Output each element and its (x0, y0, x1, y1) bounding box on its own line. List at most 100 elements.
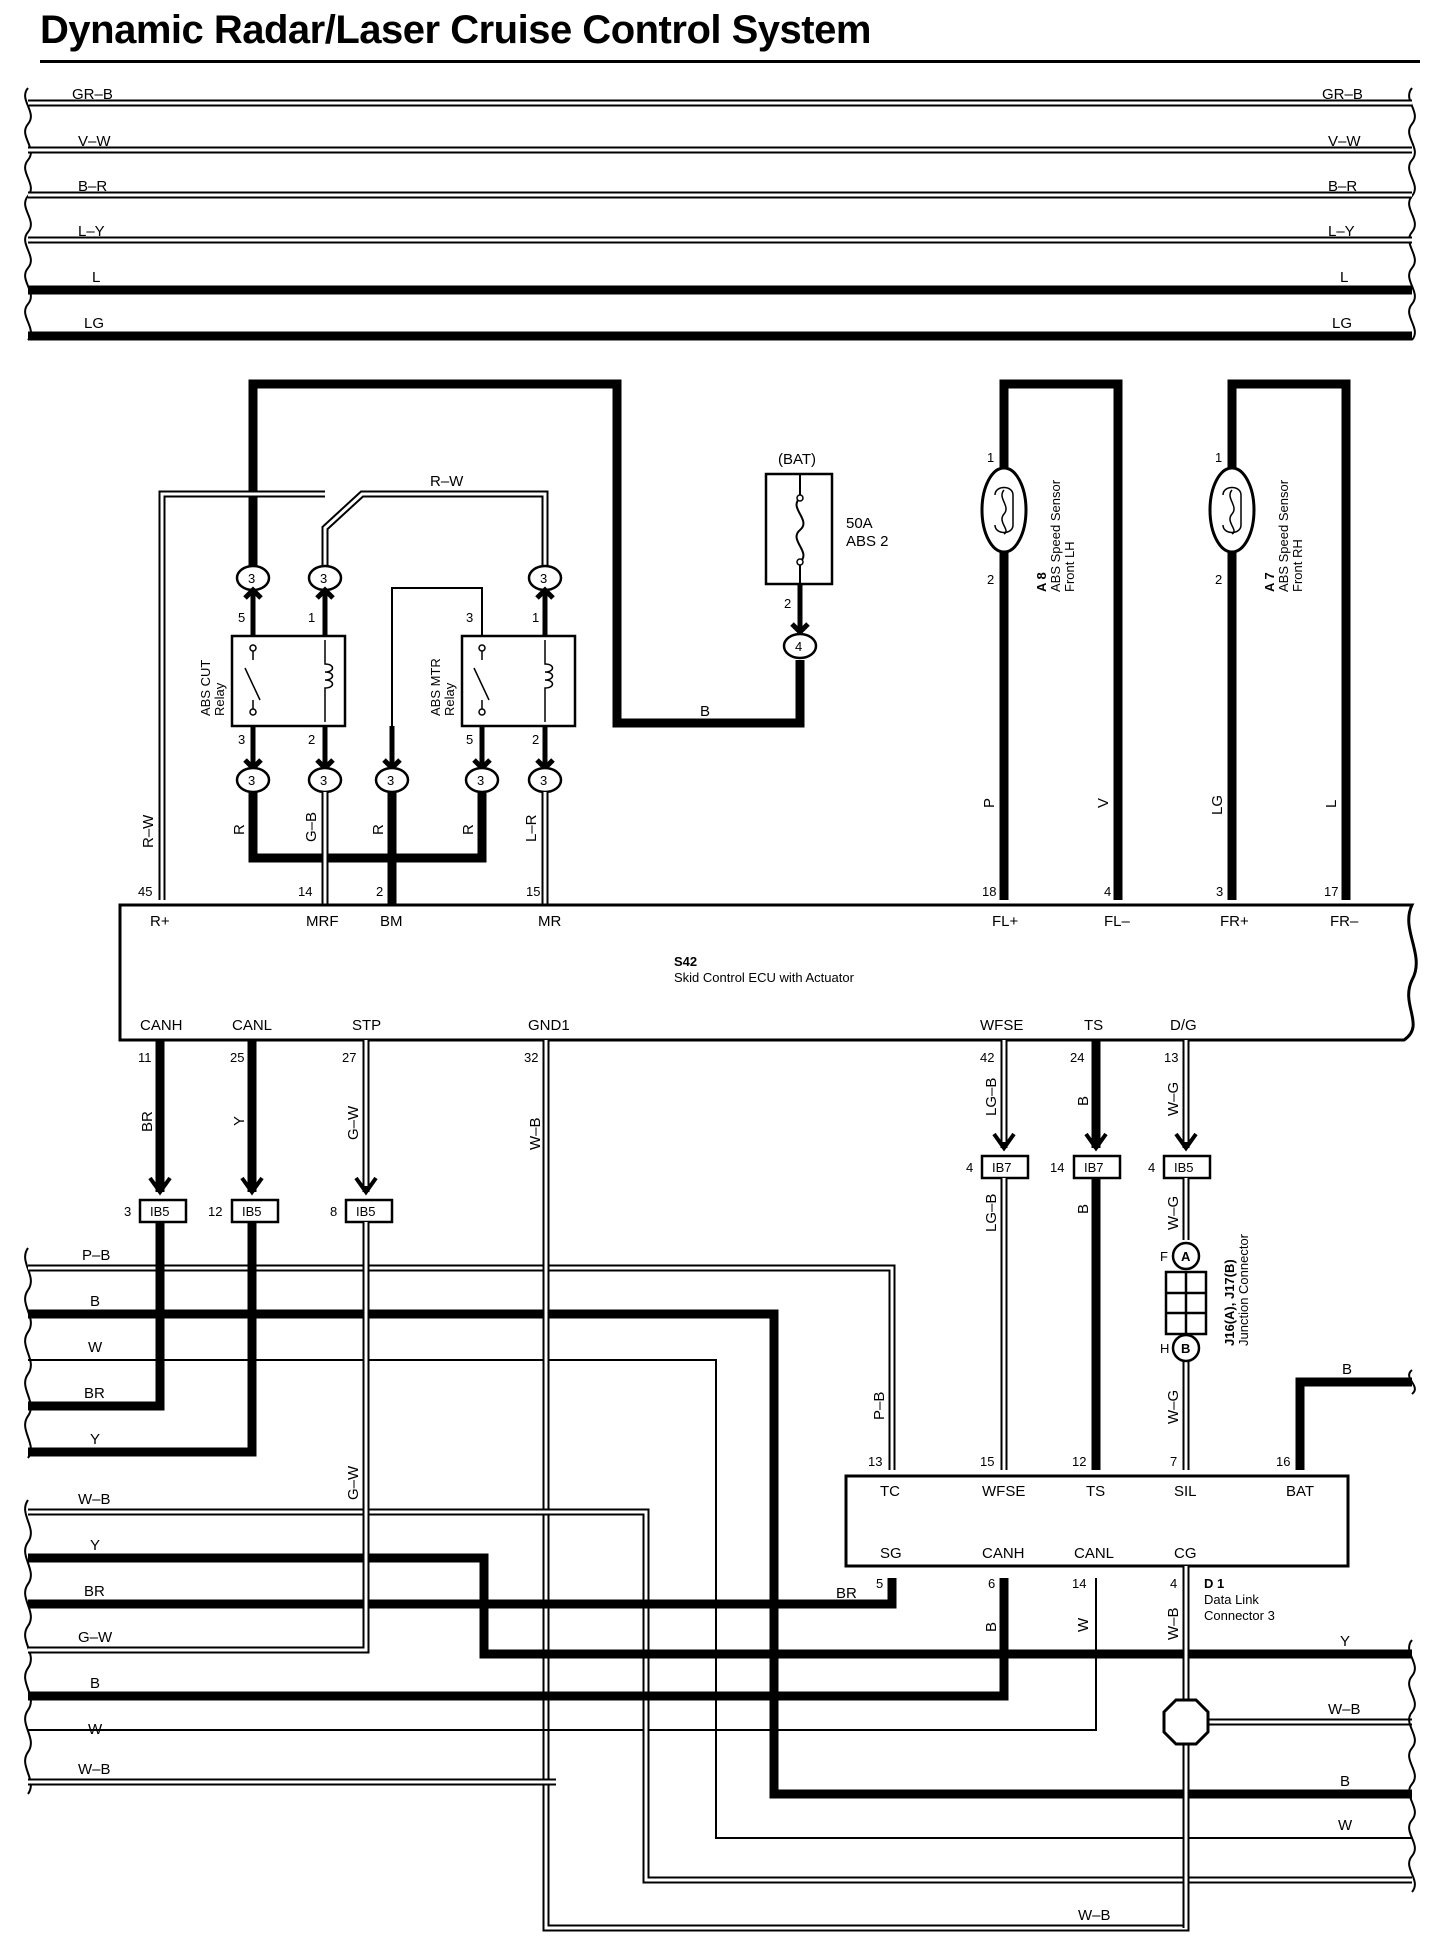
svg-text:W–G: W–G (1165, 1196, 1182, 1230)
top-bus: GR–B V–W B–R L–Y L LG GR–B V–W B–R L–Y L… (24, 86, 1416, 341)
svg-text:W–B: W–B (1328, 1701, 1361, 1718)
ecu-name: Skid Control ECU with Actuator (674, 970, 855, 985)
bus-label-right: GR–B (1322, 86, 1363, 103)
bus-label-right: L–Y (1328, 223, 1355, 240)
svg-text:2: 2 (987, 572, 994, 587)
svg-text:G–W: G–W (78, 1629, 113, 1646)
svg-text:3: 3 (320, 571, 327, 586)
svg-text:12: 12 (1072, 1454, 1086, 1469)
connector-mtr-top-right: 3 (527, 564, 563, 592)
svg-text:1: 1 (532, 610, 539, 625)
svg-text:V: V (1095, 798, 1112, 808)
wire-label-rw-top: R–W (430, 473, 464, 490)
svg-text:2: 2 (1215, 572, 1222, 587)
bus-label-right: B–R (1328, 178, 1357, 195)
svg-text:IB7: IB7 (1084, 1160, 1104, 1175)
svg-text:FL–: FL– (1104, 913, 1131, 930)
svg-text:5: 5 (876, 1576, 883, 1591)
svg-text:3: 3 (1216, 884, 1223, 899)
svg-text:CG: CG (1174, 1545, 1197, 1562)
svg-text:H: H (1160, 1341, 1169, 1356)
bus-label-left: L (92, 269, 100, 286)
ib-connectors: IB5 3 IB5 12 IB5 8 IB7 4 IB7 14 IB5 4 (124, 1154, 1212, 1224)
svg-text:3: 3 (320, 773, 327, 788)
speed-sensor-lh: 1 2 A 8 ABS Speed Sensor Front LH P V (980, 379, 1123, 900)
sensor-lh-line2: Front LH (1062, 541, 1077, 592)
svg-text:B: B (1340, 1773, 1350, 1790)
right-bus-bottom: Y W–B B W (1328, 1633, 1416, 1893)
svg-text:W–G: W–G (1165, 1390, 1182, 1424)
svg-text:13: 13 (868, 1454, 882, 1469)
wire-label: G–B (303, 812, 320, 842)
svg-text:W–B: W–B (527, 1117, 544, 1150)
svg-text:3: 3 (248, 571, 255, 586)
svg-text:4: 4 (795, 639, 802, 654)
left-bus-1: P–B B W BR Y (24, 1222, 1412, 1839)
svg-text:3: 3 (124, 1204, 131, 1219)
svg-text:45: 45 (138, 884, 152, 899)
svg-text:BAT: BAT (1286, 1483, 1314, 1500)
fuse-name: ABS 2 (846, 533, 889, 550)
svg-text:IB7: IB7 (992, 1160, 1012, 1175)
svg-text:1: 1 (1215, 450, 1222, 465)
ecu-bottom-wires: BR Y G–W W–B LG–B B W–G (139, 1040, 1198, 1196)
bus-label-left: L–Y (78, 223, 105, 240)
svg-text:WFSE: WFSE (982, 1483, 1025, 1500)
svg-text:3: 3 (466, 610, 473, 625)
ecu-s42: S42 Skid Control ECU with Actuator 45 R+… (118, 884, 1418, 1065)
svg-text:14: 14 (1072, 1576, 1086, 1591)
sensor-lh-line1: ABS Speed Sensor (1048, 479, 1063, 592)
svg-text:P: P (981, 798, 998, 808)
svg-text:27: 27 (342, 1050, 356, 1065)
relay-abs-mtr: 3 1 5 2 ABS MTR Relay (428, 610, 577, 747)
svg-text:24: 24 (1070, 1050, 1084, 1065)
svg-text:2: 2 (784, 596, 791, 611)
svg-text:7: 7 (1170, 1454, 1177, 1469)
svg-text:4: 4 (1170, 1576, 1177, 1591)
svg-text:14: 14 (298, 884, 312, 899)
wire-bm-thin (391, 587, 483, 770)
connector-cut-top-right: 3 (307, 564, 343, 592)
svg-text:TS: TS (1084, 1017, 1103, 1034)
svg-text:MRF: MRF (306, 913, 339, 930)
svg-text:TS: TS (1086, 1483, 1105, 1500)
wire-dlc-bat: B (1295, 1361, 1416, 1470)
svg-text:Y: Y (231, 1116, 248, 1126)
bus-label-left: LG (84, 315, 104, 332)
wire-label: R (231, 824, 248, 835)
svg-text:FL+: FL+ (992, 913, 1019, 930)
wire-label: L–R (523, 814, 540, 842)
svg-text:IB5: IB5 (150, 1204, 170, 1219)
svg-text:W–G: W–G (1165, 1082, 1182, 1116)
svg-text:BR: BR (84, 1583, 105, 1600)
relay-cut-name: ABS CUT (198, 660, 213, 716)
svg-text:F: F (1160, 1249, 1168, 1264)
svg-text:25: 25 (230, 1050, 244, 1065)
svg-text:BR: BR (836, 1585, 857, 1602)
connector-bat (782, 632, 818, 660)
top-bus-break-left (24, 87, 32, 341)
svg-text:3: 3 (387, 773, 394, 788)
svg-text:14: 14 (1050, 1160, 1064, 1175)
svg-text:BM: BM (380, 913, 403, 930)
svg-text:13: 13 (1164, 1050, 1178, 1065)
svg-text:12: 12 (208, 1204, 222, 1219)
svg-text:STP: STP (352, 1017, 381, 1034)
svg-text:4: 4 (966, 1160, 973, 1175)
svg-text:FR–: FR– (1330, 913, 1359, 930)
svg-text:3: 3 (248, 773, 255, 788)
wire-bat-b (248, 379, 805, 728)
svg-text:B: B (1075, 1096, 1092, 1106)
svg-text:BR: BR (139, 1111, 156, 1132)
dlc-d1: 13 TC 15 WFSE 12 TS 7 SIL 16 BAT SG 5 CA… (844, 1454, 1350, 1623)
bat-fuse: (BAT) 50A ABS 2 2 4 (764, 451, 889, 660)
page-title: Dynamic Radar/Laser Cruise Control Syste… (40, 8, 871, 52)
svg-text:16: 16 (1276, 1454, 1290, 1469)
svg-text:IB5: IB5 (242, 1204, 262, 1219)
sensor-rh-code: A 7 (1262, 572, 1277, 592)
connector-cut-top-left: 3 (235, 564, 271, 592)
connector-bottom-row: 3 3 3 3 3 (235, 766, 563, 794)
svg-text:G–W: G–W (345, 1105, 362, 1140)
svg-text:TC: TC (880, 1483, 900, 1500)
svg-text:A: A (1181, 1249, 1191, 1264)
